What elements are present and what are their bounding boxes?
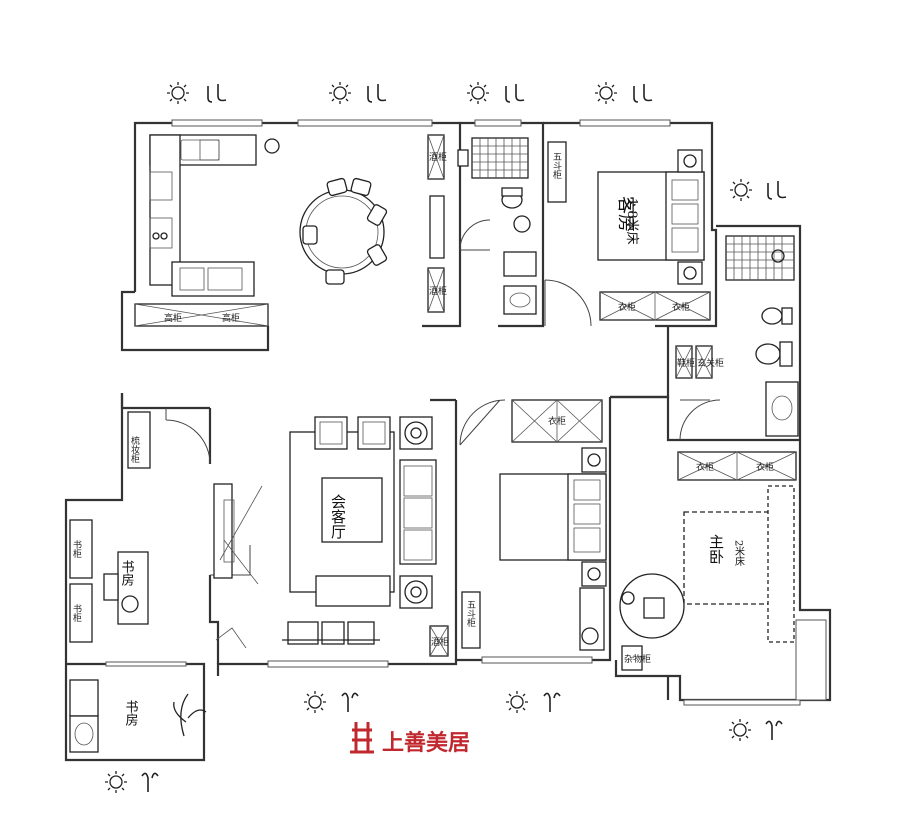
logo-text: 上善美居 [382,730,470,756]
wind-icon [207,84,227,103]
wardrobe-5-label: 衣柜 [756,461,774,473]
flower-icon [264,138,280,154]
wind-icon [141,772,159,792]
orientation-markers [105,82,787,793]
wardrobe-3-label: 衣柜 [548,415,566,427]
bedroom-2: 衣柜 五斗柜 [461,399,607,651]
sun-icon [329,82,351,104]
windows [105,119,827,706]
corridor: 鞋柜 玄关柜 [675,345,724,379]
wind-icon [765,720,783,740]
misc-cabinet-label: 杂物柜 [624,653,651,665]
study-bottom: 书房 [69,679,207,753]
living-room-label: 会客厅 [329,494,347,539]
plant-icon [173,693,207,737]
wardrobe-2-label: 衣柜 [672,301,690,313]
wind-icon [767,181,787,200]
dining: 酒柜 酒柜 [299,134,447,313]
bathroom-top [457,137,537,315]
study-1-label: 书房 [119,560,135,586]
wardrobe-1-label: 衣柜 [618,301,636,313]
tall-cabinet-label: 高柜 [164,312,182,324]
chest-2-label: 五斗柜 [465,600,476,628]
shoe-cabinet-label: 鞋柜 [677,357,695,369]
wind-icon [633,84,653,103]
sun-icon [506,691,528,713]
bookcase-2-label: 书柜 [71,604,82,623]
kitchen: 高柜 高柜 [134,134,280,327]
study-2-label: 书房 [123,700,139,726]
sun-icon [730,179,752,201]
master-bedroom: 衣柜 衣柜 主卧 2米床 杂物柜 [619,451,797,671]
wind-icon [367,84,387,103]
sun-icon [467,82,489,104]
study-left: 梳妆柜 书柜 书柜 书房 [69,411,151,643]
wardrobe-4-label: 衣柜 [696,461,714,473]
wind-icon [341,692,359,712]
sun-icon [595,82,617,104]
sun-icon [729,719,751,741]
bookcase-1-label: 书柜 [71,540,82,559]
guest-room: 五斗柜 1.8米床 客房 衣柜 衣柜 [547,141,711,321]
logo-mark-icon [350,722,374,754]
living-room: 会客厅 酒柜 [213,416,449,657]
brand-logo: 上善美居 [350,722,470,756]
wine-cabinet-1-label: 酒柜 [429,151,447,163]
tall-cabinet-2-label: 高柜 [222,312,240,324]
sun-icon [167,82,189,104]
vanity-label: 梳妆柜 [129,435,140,464]
guest-bed-label: 1.8米床 [624,198,639,245]
wind-icon [505,84,525,103]
sun-icon [304,691,326,713]
master-bedroom-label: 主卧 [707,534,725,564]
master-bed-label: 2米床 [733,540,745,567]
guest-room-label: 客房 [615,196,636,232]
chest-1-label: 五斗柜 [551,152,562,180]
wind-icon [543,692,561,712]
wine-cabinet-3-label: 酒柜 [431,636,449,648]
entry-cabinet-label: 玄关柜 [697,357,724,369]
bathroom-right [725,235,799,437]
wine-cabinet-2-label: 酒柜 [429,285,447,297]
sun-icon [105,771,127,793]
